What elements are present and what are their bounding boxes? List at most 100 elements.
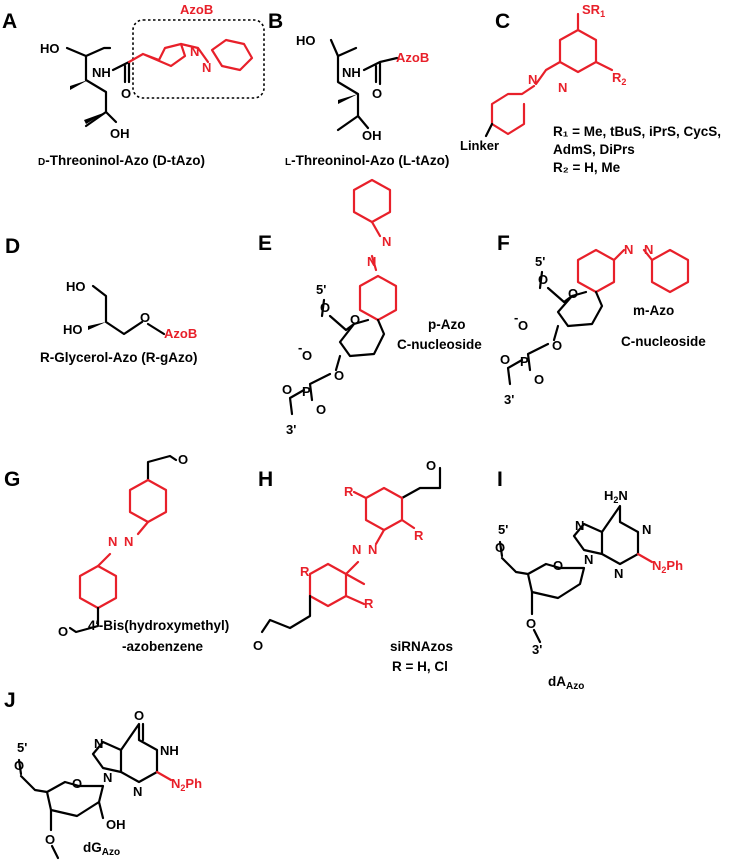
a-chain <box>84 78 108 128</box>
b-chain <box>329 38 360 132</box>
e-o4: O <box>282 382 292 397</box>
j-nh: NH <box>160 743 179 758</box>
d-o-label: O <box>140 310 150 325</box>
i-n3: N <box>614 566 623 581</box>
a-ho-label: HO <box>40 41 60 56</box>
panel-d-letter: D <box>5 235 20 258</box>
j-ring-o: O <box>72 776 82 791</box>
panel-a-letter: A <box>2 10 17 33</box>
panel-d: D HO HO O AzoB R-Glycerol-Azo (R-gAzo) <box>5 235 198 365</box>
f-p: P <box>520 354 529 369</box>
panel-f-letter: F <box>497 232 510 255</box>
f-phosphate <box>506 324 560 386</box>
i-n7: N <box>575 518 584 533</box>
j-sugar <box>17 758 105 820</box>
e-five-prime: 5' <box>316 282 326 297</box>
j-o3: O <box>45 832 55 847</box>
d-wedge <box>88 322 106 330</box>
i-o3: O <box>526 616 536 631</box>
b-nh-label: NH <box>342 65 361 80</box>
e-name-line2: C-nucleoside <box>397 337 482 352</box>
d-ho2-label: HO <box>63 322 83 337</box>
panel-g: G O N N O 4′-Bis(hydroxymethyl) -azobenz… <box>4 452 229 654</box>
e-o1: O <box>320 300 330 315</box>
panel-j-letter: J <box>4 689 16 712</box>
g-n2: N <box>108 534 117 549</box>
a-compound-name: D-Threoninol-Azo (D-tAzo) <box>38 153 205 168</box>
f-n2: N <box>644 242 653 257</box>
i-o5: O <box>495 540 505 555</box>
a-n1: N <box>190 44 199 59</box>
i-n9: N <box>584 552 593 567</box>
e-n1: N <box>382 234 391 249</box>
a-nh-label: NH <box>92 65 111 80</box>
a-methyl-wedge <box>70 80 88 90</box>
b-azob-label: AzoB <box>396 50 429 65</box>
panel-h-letter: H <box>258 468 273 491</box>
e-three-prime: 3' <box>286 422 296 437</box>
f-minus: - <box>514 310 518 325</box>
panel-j: J O NH N N N N2Ph O 5' O OH O 3' dGAzo <box>4 689 202 860</box>
h-o-bottom: O <box>253 638 263 653</box>
e-minus: - <box>298 340 302 355</box>
c-phenyl-top <box>558 12 598 74</box>
j-o3-bond <box>49 808 60 860</box>
h-n2: N <box>352 542 361 557</box>
panel-i: I H2N N N N N N2Ph O 5' O O 3' dAAzo <box>495 468 683 692</box>
f-name-line2: C-nucleoside <box>621 334 706 349</box>
g-name-line2: -azobenzene <box>122 639 204 654</box>
panel-g-letter: G <box>4 468 20 491</box>
i-n2ph-bond <box>636 552 654 564</box>
g-n1: N <box>124 534 133 549</box>
a-n2: N <box>202 60 211 75</box>
a-phenyl-2 <box>210 38 254 72</box>
panel-i-letter: I <box>497 468 503 491</box>
h-phenyl-top <box>364 486 404 532</box>
g-o-bottom: O <box>58 624 68 639</box>
e-azo <box>370 220 382 272</box>
e-sugar <box>320 298 386 358</box>
h-n1: N <box>368 542 377 557</box>
i-n2ph: N2Ph <box>652 558 683 575</box>
d-compound-name: R-Glycerol-Azo (R-gAzo) <box>40 350 198 365</box>
e-n2: N <box>367 254 376 269</box>
j-carbonyl-o: O <box>134 708 144 723</box>
h-r4: R <box>364 596 374 611</box>
g-top-ch2 <box>146 454 178 482</box>
c-linker-label: Linker <box>460 138 499 153</box>
panel-e: E N N O 5' O O P O - O O 3' p-Azo C-nucl… <box>258 178 482 437</box>
i-sugar <box>498 540 586 600</box>
j-compound-name: dGAzo <box>83 840 120 858</box>
f-phenyl-2 <box>650 248 690 294</box>
f-sugar <box>538 270 604 328</box>
h-subst <box>344 490 416 576</box>
panel-b: B HO NH AzoB O OH L-Threoninol-Azo (L-tA… <box>268 10 449 168</box>
g-phenyl-top <box>128 478 168 524</box>
g-phenyl-bottom <box>78 564 118 610</box>
a-amide <box>111 60 131 84</box>
e-phenyl-top <box>352 178 392 224</box>
c-n1: N <box>528 72 537 87</box>
i-o3-bond <box>530 590 542 644</box>
j-n2ph-bond <box>155 770 173 782</box>
b-ho-label: HO <box>296 33 316 48</box>
azob-box-label: AzoB <box>180 2 213 17</box>
j-oh: OH <box>106 817 126 832</box>
d-azob-label: AzoB <box>164 326 197 341</box>
panel-b-letter: B <box>268 10 283 33</box>
h-r3: R <box>300 564 310 579</box>
i-h2n: H2N <box>604 488 628 505</box>
j-o5: O <box>14 758 24 773</box>
panel-h: H O R R N N R R O siRNAzos R = H, Cl <box>253 458 453 674</box>
h-top-chain <box>400 466 442 500</box>
e-name-line1: p-Azo <box>428 317 466 332</box>
b-oh-label: OH <box>362 128 382 143</box>
e-o3: O <box>316 402 326 417</box>
c-legend-line3: R₂ = H, Me <box>553 160 621 175</box>
f-o3: O <box>534 372 544 387</box>
i-n1: N <box>642 522 651 537</box>
f-o-minus: O <box>518 318 528 333</box>
i-compound-name: dAAzo <box>548 674 584 692</box>
c-legend-line2: AdmS, DiPrs <box>553 142 635 157</box>
i-three-prime: 3' <box>532 642 542 657</box>
